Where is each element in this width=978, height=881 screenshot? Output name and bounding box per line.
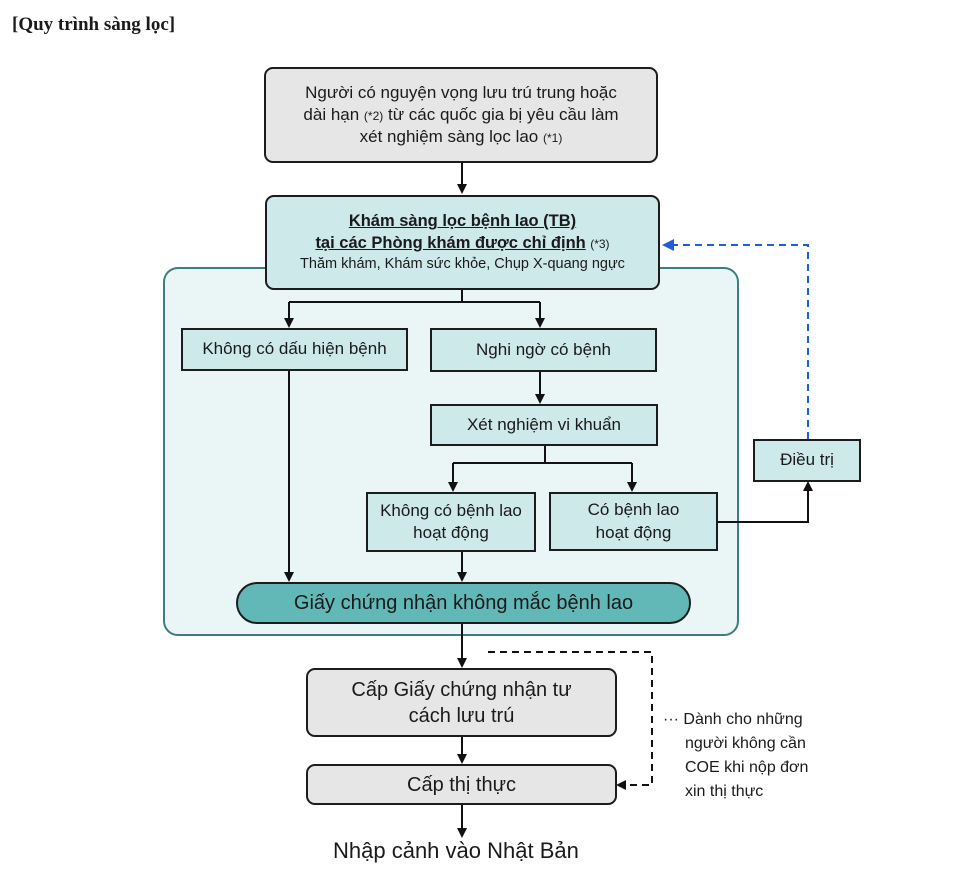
page-heading: [Quy trình sàng lọc] — [12, 14, 176, 35]
certificate-box: Giấy chứng nhận không mắc bệnh lao — [236, 582, 691, 624]
visa-box: Cấp thị thực — [306, 764, 617, 805]
no-signs-box: Không có dấu hiện bệnh — [181, 328, 408, 371]
screening-subtitle: Thăm khám, Khám sức khỏe, Chụp X-quang n… — [300, 255, 625, 272]
treatment-box: Điều trị — [753, 439, 861, 482]
screening-panel — [163, 267, 739, 636]
bacteria-test-box: Xét nghiệm vi khuẩn — [430, 404, 658, 446]
suspected-box: Nghi ngờ có bệnh — [430, 328, 657, 372]
screening-box: Khám sàng lọc bệnh lao (TB) tại các Phòn… — [265, 195, 660, 290]
screening-title-2: tại các Phòng khám được chỉ định — [315, 233, 586, 252]
dashed-arrow-treatment-to-screening — [662, 239, 809, 439]
no-active-tb-box: Không có bệnh lao hoạt động — [366, 492, 536, 552]
entry-japan-label: Nhập cảnh vào Nhật Bản — [333, 838, 579, 863]
arrow-active-to-treatment — [718, 481, 813, 523]
applicant-line-1: Người có nguyện vọng lưu trú trung hoặc — [305, 82, 617, 102]
applicant-box: Người có nguyện vọng lưu trú trung hoặc … — [264, 67, 658, 163]
dashed-arrow-bypass-to-visa — [488, 651, 653, 790]
screening-title-1: Khám sàng lọc bệnh lao (TB) — [348, 212, 577, 231]
active-tb-box: Có bệnh lao hoạt động — [549, 492, 718, 551]
coe-box: Cấp Giấy chứng nhận tư cách lưu trú — [306, 668, 617, 737]
coe-note: ··· Dành cho những người không cần COE k… — [663, 711, 809, 800]
